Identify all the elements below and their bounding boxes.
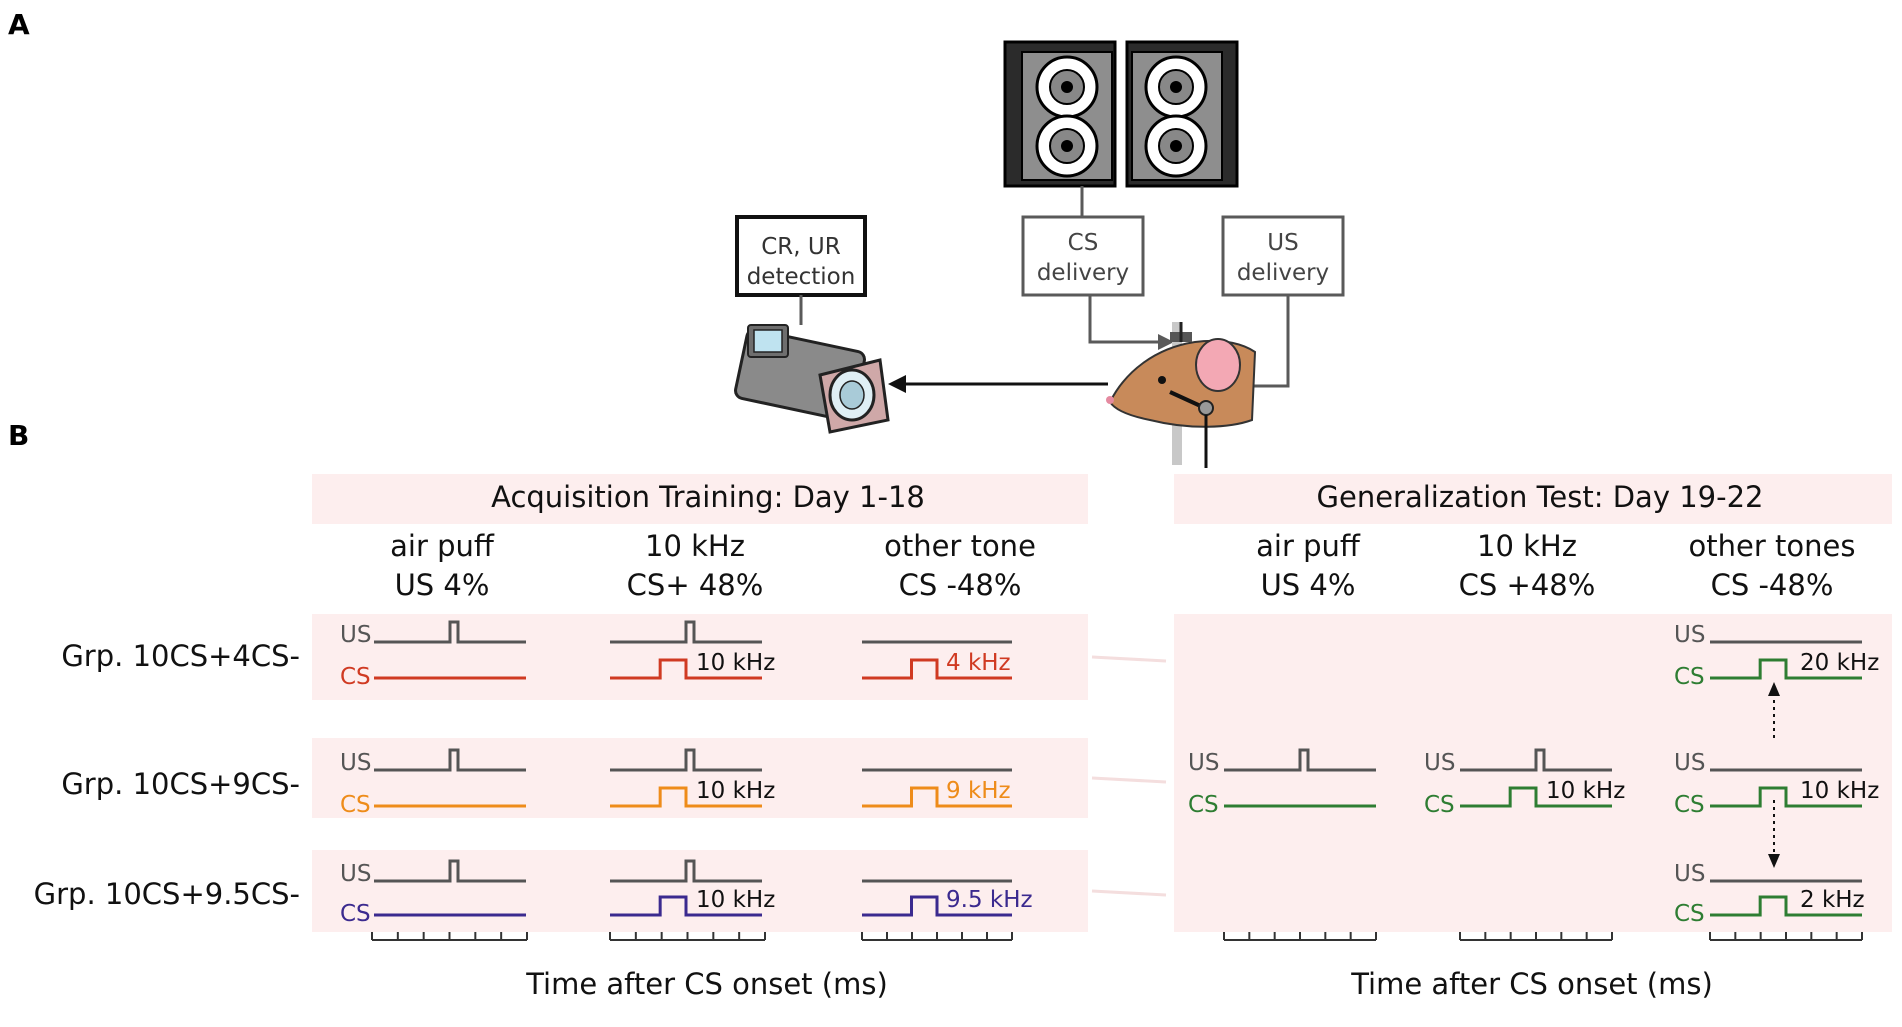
cs-arrowhead: [1158, 334, 1174, 350]
cs-trace-label: CS: [340, 664, 371, 690]
cs-trace-label: CS: [340, 901, 371, 927]
cs-trace: [862, 658, 1012, 680]
x-axis-label-acq: Time after CS onset (ms): [525, 967, 888, 1001]
us-trace-label: US: [340, 622, 371, 648]
acq-col-header-line1: other tone: [884, 529, 1036, 563]
group-label: Grp. 10CS+9CS-: [61, 767, 300, 801]
tone-label-other: 9 kHz: [946, 778, 1011, 804]
cs-trace-label: CS: [340, 792, 371, 818]
acq-col-header-line1: air puff: [390, 529, 495, 563]
generalization-header-band: [1174, 474, 1892, 524]
tone-label-10khz: 10 kHz: [696, 887, 775, 913]
us-trace-label: US: [1424, 750, 1455, 776]
us-delivery-box: US delivery: [1221, 215, 1345, 297]
cr-ur-box-line2: detection: [747, 264, 856, 290]
gen-col-header-line2: CS +48%: [1459, 568, 1596, 602]
cs-trace: [610, 786, 762, 808]
cs-arrow: [1088, 295, 1160, 344]
tone-label-other: 9.5 kHz: [946, 887, 1033, 913]
cs-trace: [610, 895, 762, 917]
cs-trace-label: CS: [1424, 792, 1455, 818]
us-trace: [610, 620, 762, 644]
gen-col-header-line1: 10 kHz: [1477, 529, 1577, 563]
cs-trace: [1710, 786, 1862, 808]
generalization-band: [1174, 614, 1892, 932]
us-trace-label: US: [340, 750, 371, 776]
cs-trace: [862, 895, 1012, 917]
cs-trace: [1460, 786, 1612, 808]
us-trace: [374, 748, 526, 772]
panel-a-label: A: [8, 8, 30, 41]
tone-label-gen: 20 kHz: [1800, 650, 1879, 676]
panel-b-label: B: [8, 419, 29, 452]
us-trace: [610, 859, 762, 883]
acq-col-header-line1: 10 kHz: [645, 529, 745, 563]
acq-col-header-line2: US 4%: [395, 568, 490, 602]
x-axis-label-gen: Time after CS onset (ms): [1350, 967, 1713, 1001]
group-labels: Grp. 10CS+4CS- Grp. 10CS+9CS- Grp. 10CS+9.…: [34, 639, 300, 911]
camera-arrowhead: [888, 375, 906, 393]
us-trace: [374, 859, 526, 883]
us-trace-label: US: [1188, 750, 1219, 776]
cs-box-line1: CS: [1068, 230, 1099, 256]
us-trace: [610, 748, 762, 772]
cr-ur-box-line1: CR, UR: [761, 234, 840, 260]
dotted-arrowhead-down: [1768, 854, 1780, 868]
tone-label-gen: 10 kHz: [1800, 778, 1879, 804]
cs-delivery-box: CS delivery: [1021, 215, 1145, 297]
acq-col-header-line2: CS -48%: [899, 568, 1022, 602]
gen-col-header-line1: other tones: [1689, 529, 1856, 563]
group-label: Grp. 10CS+4CS-: [61, 639, 300, 673]
tone-label-other: 4 kHz: [946, 650, 1011, 676]
cs-trace-label: CS: [1674, 664, 1705, 690]
cs-trace-label: CS: [1188, 792, 1219, 818]
cs-trace-label: CS: [1674, 792, 1705, 818]
us-trace-label: US: [340, 861, 371, 887]
video-camera-icon: [734, 324, 890, 434]
row-transfer-arrow: [1091, 776, 1167, 784]
tone-label-10khz: 10 kHz: [1546, 778, 1625, 804]
cs-trace: [1710, 658, 1862, 680]
speaker-left-icon: [1003, 40, 1117, 188]
dotted-arrowhead-up: [1768, 682, 1780, 696]
us-trace: [374, 620, 526, 644]
mouse-icon: [1106, 322, 1257, 468]
acquisition-header-band: [312, 474, 1088, 524]
us-trace-label: US: [1674, 622, 1705, 648]
tone-label-10khz: 10 kHz: [696, 778, 775, 804]
acq-col-header-line2: CS+ 48%: [627, 568, 764, 602]
us-trace: [1224, 748, 1376, 772]
us-trace-label: US: [1674, 750, 1705, 776]
generalization-header: Generalization Test: Day 19-22: [1317, 480, 1764, 514]
acquisition-header: Acquisition Training: Day 1-18: [491, 480, 925, 514]
cs-trace: [610, 658, 762, 680]
us-box-line1: US: [1267, 230, 1298, 256]
us-trace: [1460, 748, 1612, 772]
gen-col-header-line2: CS -48%: [1711, 568, 1834, 602]
cr-ur-detection-box: CR, UR detection: [735, 215, 867, 297]
gen-col-header-line2: US 4%: [1261, 568, 1356, 602]
cs-trace: [862, 786, 1012, 808]
group-label: Grp. 10CS+9.5CS-: [34, 877, 300, 911]
us-trace-label: US: [1674, 861, 1705, 887]
us-arrow: [1240, 295, 1290, 388]
tone-label-10khz: 10 kHz: [696, 650, 775, 676]
row-transfer-arrow: [1091, 655, 1167, 663]
cs-box-line2: delivery: [1037, 260, 1129, 286]
row-transfer-arrow: [1091, 889, 1167, 897]
us-box-line2: delivery: [1237, 260, 1329, 286]
tone-label-gen: 2 kHz: [1800, 887, 1865, 913]
acq-row-band: [312, 850, 1088, 932]
group-bands: [312, 474, 1892, 932]
acq-row-band: [312, 614, 1088, 700]
cs-trace-label: CS: [1674, 901, 1705, 927]
speaker-right-icon: [1125, 40, 1239, 188]
time-axes: [371, 932, 1863, 941]
gen-col-header-line1: air puff: [1256, 529, 1361, 563]
cs-trace: [1710, 895, 1862, 917]
